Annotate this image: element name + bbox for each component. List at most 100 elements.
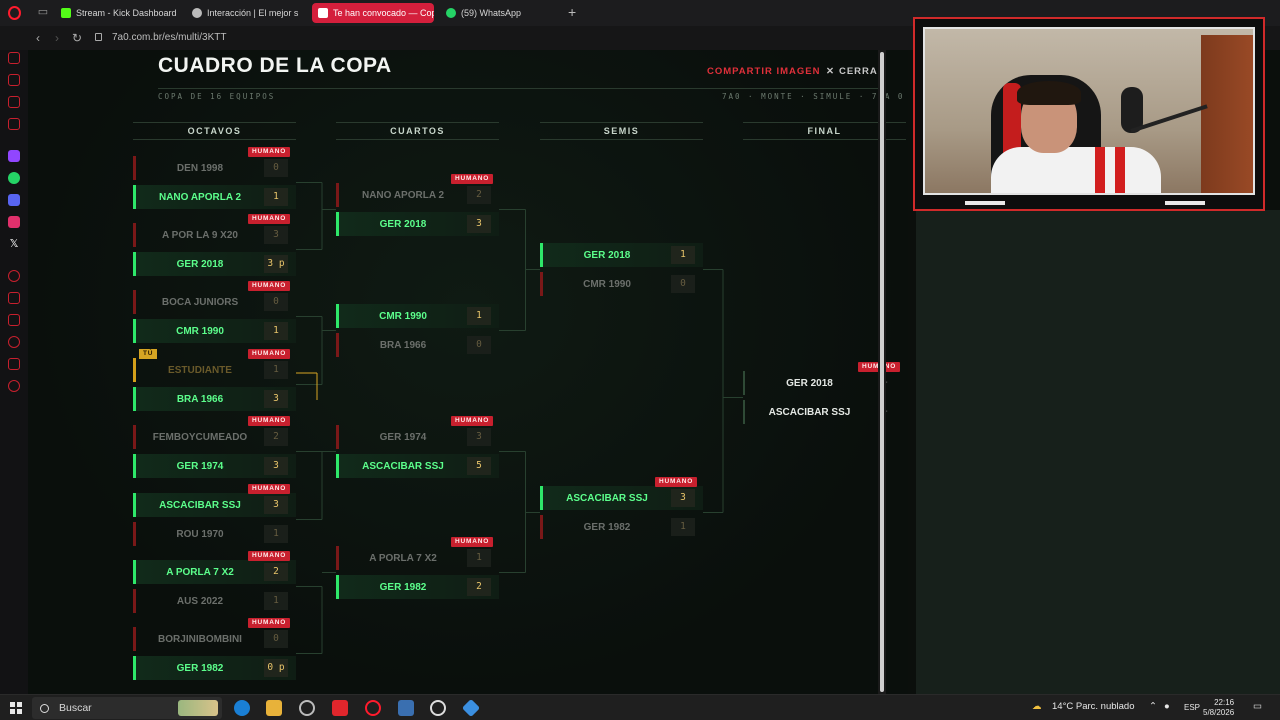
column-octavos: OCTAVOS [133, 122, 296, 140]
messenger-icon[interactable] [8, 96, 20, 108]
cup-meta: 7A0 · MONTE · SIMULE · 7 A 0 [722, 92, 905, 101]
tray-chevron-icon[interactable]: ⌃ [1149, 701, 1157, 712]
winrar-icon[interactable] [332, 700, 348, 716]
scrollbar-thumb[interactable] [880, 52, 884, 692]
opera-gx-icon[interactable] [365, 700, 381, 716]
url-field[interactable]: 7a0.com.br/es/multi/3KTT [112, 32, 227, 43]
cup-bracket-page: CUADRO DE LA COPA COMPARTIR IMAGEN ✕ CER… [28, 50, 908, 694]
team-score: 3 [467, 215, 491, 233]
notifications-icon[interactable]: ▭ [1253, 701, 1262, 712]
language-indicator[interactable]: ESP [1184, 703, 1201, 712]
file-explorer-icon[interactable] [266, 700, 282, 716]
close-button[interactable]: ✕ CERRAR [826, 66, 886, 77]
instagram-icon[interactable] [8, 216, 20, 228]
team-score: 0 [264, 159, 288, 177]
team-score: 1 [264, 188, 288, 206]
x-icon[interactable]: 𝕏 [9, 238, 19, 250]
aria-icon[interactable] [8, 52, 20, 64]
player-icon[interactable] [8, 270, 20, 282]
search-highlight-icon[interactable] [178, 700, 218, 716]
reload-icon[interactable]: ↻ [72, 31, 83, 45]
app-icon[interactable] [461, 698, 481, 718]
tab-copa[interactable]: Te han convocado — Copa [312, 3, 434, 23]
discord-icon[interactable] [8, 194, 20, 206]
share-image-button[interactable]: COMPARTIR IMAGEN [707, 66, 821, 77]
history-icon[interactable] [8, 314, 20, 326]
column-semis: SEMIS [540, 122, 703, 140]
header-divider [158, 88, 881, 89]
human-badge: HUMANO [451, 174, 494, 184]
weather-text[interactable]: 14°C Parc. nublado [1052, 701, 1135, 712]
team-name: GER 2018 [786, 377, 833, 389]
team-score: 3 [671, 489, 695, 507]
new-tab-button[interactable]: + [568, 4, 577, 20]
stream-side-panel [916, 210, 1280, 694]
team-name: CMR 1990 [379, 310, 427, 322]
forward-arrow-icon[interactable]: › [55, 31, 59, 45]
page-title: CUADRO DE LA COPA [158, 54, 392, 77]
tab-interaccion[interactable]: Interacción | El mejor s [186, 3, 306, 23]
crypto-wallet-icon[interactable] [8, 74, 20, 86]
webcam-overlay [913, 17, 1265, 211]
microphone-icon[interactable]: ● [1164, 701, 1170, 712]
opera-logo-icon[interactable] [8, 6, 21, 20]
browser-tab-bar: ▭ Stream - Kick Dashboard Interacción | … [0, 0, 1280, 26]
team-name: GER 1982 [379, 581, 427, 593]
team-score: 2 [264, 563, 288, 581]
obs-icon[interactable] [430, 700, 446, 716]
settings-icon[interactable] [8, 380, 20, 392]
back-arrow-icon[interactable]: ‹ [36, 31, 40, 45]
audio-icon [192, 8, 202, 18]
taskbar-search[interactable]: Buscar [32, 697, 222, 719]
calculator-icon[interactable] [398, 700, 414, 716]
tab-menu-icon[interactable]: ▭ [37, 6, 49, 18]
team-score: 1 [264, 322, 288, 340]
team-score: 0 [264, 293, 288, 311]
human-badge: HUMANO [451, 537, 494, 547]
whatsapp-sidebar-icon[interactable] [8, 172, 20, 184]
windows-start-icon[interactable] [10, 702, 22, 714]
tab-whatsapp[interactable]: (59) WhatsApp [440, 3, 560, 23]
tab-kick[interactable]: Stream - Kick Dashboard [55, 3, 181, 23]
pinboard-icon[interactable] [8, 292, 20, 304]
column-final: FINAL [743, 122, 906, 140]
edge-icon[interactable] [234, 700, 250, 716]
clock[interactable]: 22:16 5/8/2026 [1203, 698, 1235, 717]
team-name: AUS 2022 [176, 595, 224, 607]
flow-icon[interactable] [8, 118, 20, 130]
settings-app-icon[interactable] [299, 700, 315, 716]
column-cuartos: CUARTOS [336, 122, 499, 140]
clock-icon[interactable] [8, 336, 20, 348]
extensions-icon[interactable] [8, 358, 20, 370]
twitch-icon[interactable] [8, 150, 20, 162]
lock-icon [95, 33, 102, 41]
